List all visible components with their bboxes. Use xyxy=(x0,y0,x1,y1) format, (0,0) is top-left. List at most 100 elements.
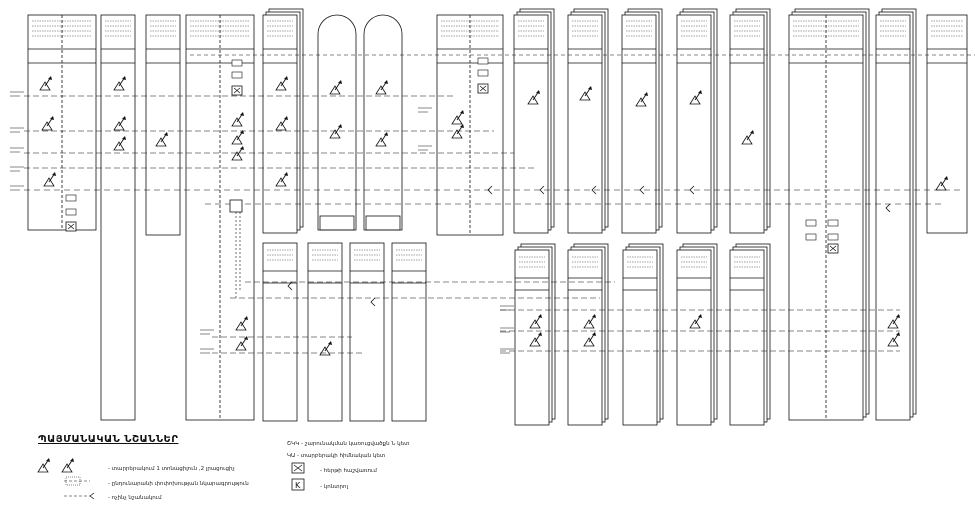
triangle-shape xyxy=(583,337,595,347)
legend-item-2-text: - ոչինչ նշանակում xyxy=(108,495,162,501)
triangle-arrow-icon xyxy=(935,176,948,191)
arrow-head xyxy=(698,314,702,318)
arrow-head xyxy=(240,146,244,150)
triangle-shape xyxy=(275,81,287,91)
column-box xyxy=(567,14,603,234)
triangle-shape xyxy=(451,129,463,139)
arrow-head xyxy=(244,316,248,320)
arrow-end-icon xyxy=(287,281,293,291)
arched-column xyxy=(363,14,403,231)
equipment-box xyxy=(65,208,77,216)
boxed-x-cross xyxy=(829,245,837,252)
triangle-arrow-icon xyxy=(275,172,288,187)
triangle-arrow-icon xyxy=(235,316,248,331)
triangle-arrow-icon xyxy=(231,130,244,145)
column-box xyxy=(100,14,136,421)
column-box xyxy=(262,242,298,422)
triangle-arrow-icon xyxy=(39,76,52,91)
dashed-box-icon xyxy=(65,476,81,486)
arrow-line-icon xyxy=(89,492,95,500)
triangle-shape xyxy=(43,177,55,187)
arrow-end-icon xyxy=(370,297,376,307)
arrow-head xyxy=(328,341,332,345)
switch-box xyxy=(229,199,243,213)
column-box xyxy=(621,14,657,234)
arrow-head xyxy=(50,116,54,120)
boxed-x-cross xyxy=(293,464,303,472)
triangle-arrow-icon xyxy=(635,92,648,107)
arrow-head xyxy=(460,110,464,114)
horizontal-lines xyxy=(10,54,975,354)
triangle-arrow-icon xyxy=(887,332,900,347)
arrow-head xyxy=(384,132,388,136)
arrow-head xyxy=(944,176,948,180)
arrow-head xyxy=(538,332,542,336)
triangle-arrow-icon xyxy=(451,124,464,139)
arrow-end-icon xyxy=(591,185,597,195)
arrow-head xyxy=(240,112,244,116)
triangle-arrow-icon xyxy=(113,116,126,131)
triangle-arrow-icon xyxy=(41,116,54,131)
triangle-arrow-icon xyxy=(689,314,702,329)
arrow-head xyxy=(284,116,288,120)
arrow-head xyxy=(338,80,342,84)
arched-column-base xyxy=(365,215,401,231)
legend-title: ՊԱՅՄԱՆԱԿԱՆ ՆՇԱՆՆԵՐ xyxy=(38,434,179,445)
boxed-x-cross xyxy=(233,87,241,94)
legend-triangle-icon xyxy=(37,458,50,473)
triangle-arrow-icon xyxy=(43,172,56,187)
equipment-box xyxy=(805,219,817,227)
triangle-shape xyxy=(231,117,243,127)
triangle-shape xyxy=(39,81,51,91)
arrow-end-icon xyxy=(689,185,695,195)
boxed-x-icon xyxy=(291,462,305,474)
triangle-shape xyxy=(235,321,247,331)
arrow-head xyxy=(284,76,288,80)
column-box xyxy=(676,14,712,234)
arrow-end-icon xyxy=(539,185,545,195)
triangle-arrow-icon xyxy=(375,132,388,147)
column-box xyxy=(145,14,181,236)
legend-symbols: K xyxy=(64,462,305,500)
triangle-shape xyxy=(319,346,331,356)
triangle-arrow-icon xyxy=(583,314,596,329)
triangle-shape xyxy=(231,151,243,161)
triangle-shape xyxy=(741,135,753,145)
arrow-head xyxy=(538,314,542,318)
arrow-head xyxy=(164,132,168,136)
triangle-shape xyxy=(451,115,463,125)
arrow-head xyxy=(46,458,50,462)
triangle-shape xyxy=(275,121,287,131)
arrow-head xyxy=(70,458,74,462)
equipment-box xyxy=(805,233,817,241)
equipment-box xyxy=(827,219,839,227)
triangle-shape xyxy=(527,95,539,105)
triangle-shape xyxy=(375,85,387,95)
triangle-arrow-icon xyxy=(329,80,342,95)
column-box xyxy=(875,14,911,421)
arrow-end-icon xyxy=(639,185,645,195)
arrow-head xyxy=(536,90,540,94)
arrow-head xyxy=(48,76,52,80)
column-group xyxy=(27,8,968,426)
arrow-head xyxy=(338,124,342,128)
arrow-head xyxy=(896,314,900,318)
triangle-arrow-icon xyxy=(375,80,388,95)
equipment-box xyxy=(827,233,839,241)
triangle-shape xyxy=(113,141,125,151)
column-box xyxy=(926,14,968,234)
arrow-head xyxy=(122,76,126,80)
arrow-head xyxy=(240,130,244,134)
column-box xyxy=(729,14,765,234)
triangle-arrow-icon xyxy=(275,76,288,91)
arrow-head xyxy=(122,116,126,120)
column-box xyxy=(729,249,765,426)
triangle-shape xyxy=(231,135,243,145)
legend-item-1-text: - ընդունարանի փոփոխության նկարագրություն xyxy=(108,481,249,487)
triangle-shape xyxy=(41,121,53,131)
triangle-shape xyxy=(689,319,701,329)
triangle-shape xyxy=(235,341,247,351)
triangle-shape xyxy=(579,91,591,101)
triangle-shape xyxy=(583,319,595,329)
